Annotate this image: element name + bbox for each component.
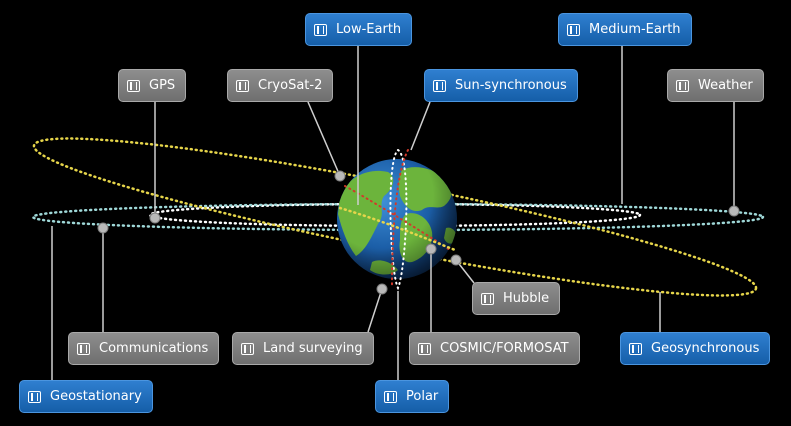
label-hubble[interactable]: Hubble [472, 282, 561, 315]
label-cryosat[interactable]: CryoSat-2 [227, 69, 334, 102]
label-low-earth[interactable]: Low-Earth [305, 13, 413, 46]
orbit-geosynchronous [32, 137, 758, 297]
satellite-icon [241, 342, 254, 355]
satellite-dot-hubble [450, 254, 462, 266]
satellite-dot-communications [97, 222, 109, 234]
satellite-icon [676, 79, 689, 92]
leader-lines [51, 46, 735, 380]
label-cosmic-formosat[interactable]: COSMIC/FORMOSAT [409, 332, 580, 365]
satellite-icon [236, 79, 249, 92]
orbits-front [338, 149, 457, 291]
label-medium-earth-text: Medium-Earth [589, 22, 681, 37]
label-low-earth-text: Low-Earth [336, 22, 402, 37]
orbit-polar [389, 149, 408, 291]
satellite-icon [127, 79, 140, 92]
label-weather-text: Weather [698, 78, 753, 93]
label-geostationary-text: Geostationary [50, 389, 142, 404]
orbit-geosync-front [338, 206, 457, 252]
label-land-surveying-text: Land surveying [263, 341, 363, 356]
label-land-surveying[interactable]: Land surveying [232, 332, 374, 365]
satellite-icon [384, 390, 397, 403]
label-cryosat-text: CryoSat-2 [258, 78, 323, 93]
satellite-icon [567, 23, 580, 36]
orbit-sun-synchronous [391, 149, 409, 287]
label-gps-text: GPS [149, 78, 176, 93]
label-communications[interactable]: Communications [68, 332, 220, 365]
label-cosmic-formosat-text: COSMIC/FORMOSAT [440, 341, 569, 356]
satellite-dot-gps [149, 212, 161, 224]
label-geostationary[interactable]: Geostationary [19, 380, 153, 413]
satellite-icon [629, 342, 642, 355]
label-geosynchronous[interactable]: Geosynchronous [620, 332, 771, 365]
satellite-icon [481, 292, 494, 305]
earth-globe [337, 159, 457, 279]
satellite-dots [97, 170, 740, 295]
satellite-dot-cosmic [425, 243, 437, 255]
satellite-icon [418, 342, 431, 355]
label-medium-earth[interactable]: Medium-Earth [558, 13, 692, 46]
satellite-dot-weather [728, 205, 740, 217]
satellite-icon [28, 390, 41, 403]
satellite-icon [433, 79, 446, 92]
label-geosynchronous-text: Geosynchronous [651, 341, 760, 356]
label-hubble-text: Hubble [503, 291, 550, 306]
satellite-dot-land-surveying [376, 283, 388, 295]
label-gps[interactable]: GPS [118, 69, 187, 102]
satellite-icon [314, 23, 327, 36]
label-communications-text: Communications [99, 341, 209, 356]
label-sun-synchronous[interactable]: Sun-synchronous [424, 69, 578, 102]
label-polar[interactable]: Polar [375, 380, 450, 413]
label-polar-text: Polar [406, 389, 439, 404]
label-sun-synchronous-text: Sun-synchronous [455, 78, 567, 93]
label-weather[interactable]: Weather [667, 69, 764, 102]
satellite-dot-cryosat [334, 170, 346, 182]
satellite-icon [77, 342, 90, 355]
